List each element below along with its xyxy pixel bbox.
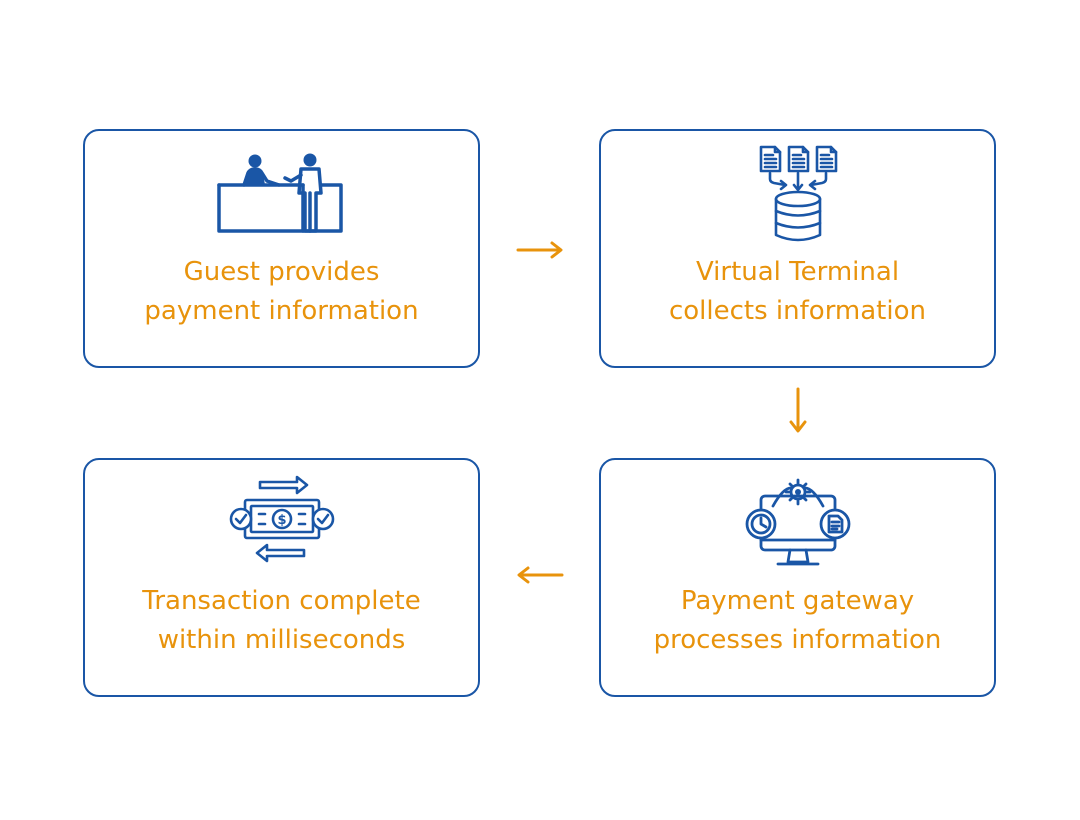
- step-complete-label-line2: within milliseconds: [157, 625, 406, 655]
- step-complete-label-line1: Transaction complete: [142, 586, 421, 616]
- step-terminal-box: Virtual Terminal collects information: [599, 129, 996, 368]
- arrow-left-icon: [514, 563, 566, 587]
- step-terminal-label: Virtual Terminal collects information: [611, 253, 984, 331]
- step-guest-label-line1: Guest provides: [183, 257, 380, 287]
- monitor-processing-icon: [733, 474, 863, 574]
- step-guest-label: Guest provides payment information: [95, 253, 468, 331]
- step-gateway-box: Payment gateway processes information: [599, 458, 996, 697]
- step-terminal-label-line1: Virtual Terminal: [695, 257, 900, 287]
- step-gateway-label-line2: processes information: [653, 625, 942, 655]
- step-gateway-label: Payment gateway processes information: [611, 582, 984, 660]
- front-desk-icon: [216, 145, 347, 245]
- money-transfer-icon: $: [217, 474, 347, 574]
- arrow-down-icon: [786, 386, 810, 436]
- step-terminal-label-line2: collects information: [668, 296, 926, 326]
- svg-text:$: $: [277, 513, 286, 528]
- step-gateway-label-line1: Payment gateway: [680, 586, 915, 616]
- arrow-right-icon: [514, 238, 566, 262]
- step-complete-box: $ Transaction complete within millisecon…: [83, 458, 480, 697]
- step-complete-label: Transaction complete within milliseconds: [95, 582, 468, 660]
- step-guest-label-line2: payment information: [144, 296, 419, 326]
- step-guest-box: Guest provides payment information: [83, 129, 480, 368]
- documents-to-database-icon: [733, 145, 863, 245]
